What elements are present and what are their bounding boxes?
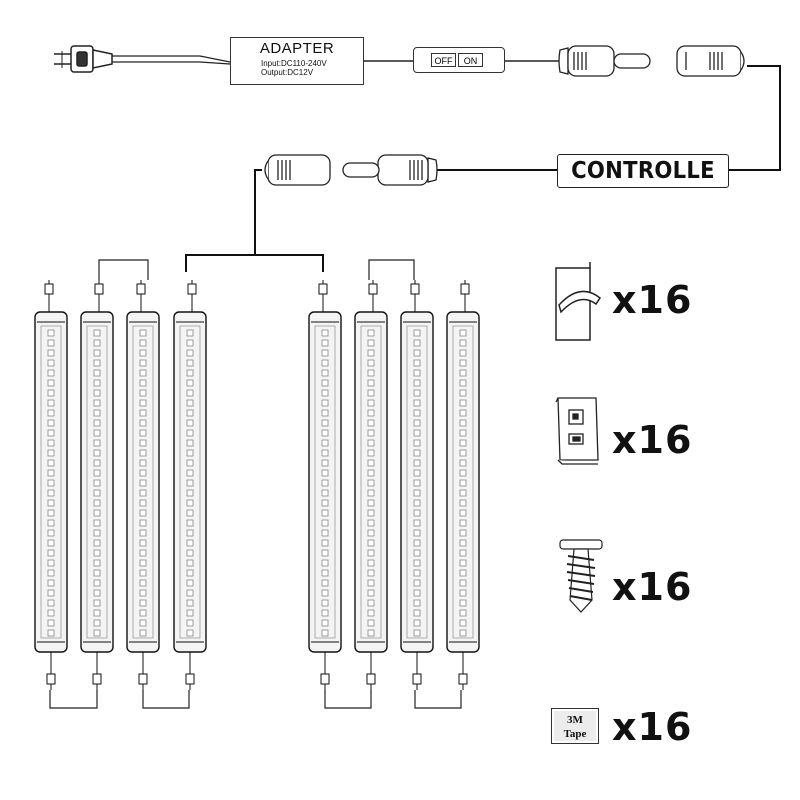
led-light-bar: [308, 280, 342, 690]
adapter-box: ADAPTER Input:DC110-240V Output:DC12V: [230, 37, 364, 85]
mounting-clip-icon: [555, 262, 602, 341]
bottom-jumper-cables: [49, 690, 462, 709]
bracket-quantity: x16: [612, 418, 693, 462]
led-light-bar: [446, 280, 480, 690]
adapter-title: ADAPTER: [259, 40, 335, 57]
led-light-bar: [34, 280, 68, 690]
led-light-bar: [126, 280, 160, 690]
female-dc-connector-icon: [676, 45, 745, 77]
led-light-bar: [400, 280, 434, 690]
tape-label-bottom: Tape: [563, 728, 587, 740]
led-light-bar: [354, 280, 388, 690]
power-cable: [112, 55, 231, 63]
adapter-output-spec: Output:DC12V: [261, 68, 314, 77]
female-dc-connector-icon: [264, 154, 331, 186]
led-light-bar: [80, 280, 114, 690]
controller-input-cable: [729, 65, 781, 171]
3m-tape-icon: 3M Tape: [551, 708, 599, 744]
light-split-cable: [185, 254, 324, 272]
switch-on-label: ON: [458, 53, 483, 67]
light-bars: [34, 280, 480, 690]
adapter-input-spec: Input:DC110-240V: [261, 59, 327, 68]
male-dc-connector-icon: [558, 45, 651, 77]
tape-quantity: x16: [612, 705, 693, 749]
screw-quantity: x16: [612, 565, 693, 609]
tape-label-top: 3M: [567, 714, 583, 726]
controller-box: CONTROLLE: [557, 154, 729, 188]
male-dc-connector-icon: [342, 154, 438, 186]
switch-off-label: OFF: [431, 53, 456, 67]
light-feed-cable: [254, 169, 262, 255]
inline-switch: OFF ON: [413, 47, 505, 73]
led-light-bar: [173, 280, 207, 690]
top-jumper-cables: [98, 259, 415, 280]
power-plug-icon: [54, 45, 113, 73]
controller-label: CONTROLLE: [571, 158, 715, 184]
screw-anchor-icon: [559, 539, 603, 613]
clip-quantity: x16: [612, 278, 693, 322]
mounting-bracket-icon: [555, 397, 599, 465]
